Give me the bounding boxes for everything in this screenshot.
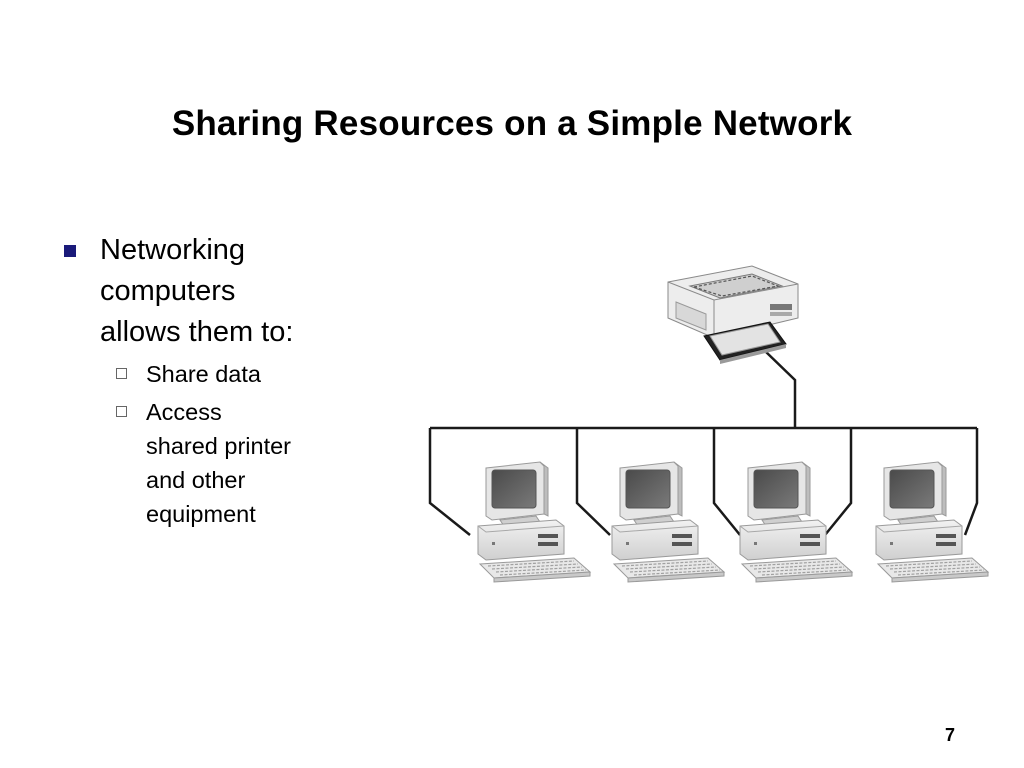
- sub-bullet-line: and other: [146, 467, 246, 493]
- bullet-line: Networking: [100, 234, 246, 266]
- sub-bullet-access-printer: Access shared printer and other equipmen…: [116, 395, 360, 531]
- page-number: 7: [945, 725, 956, 745]
- hollow-square-bullet-icon: [116, 368, 127, 379]
- sub-bullet-share-data: Share data: [116, 357, 360, 391]
- square-bullet-icon: [64, 245, 76, 257]
- printer-icon: [667, 265, 799, 364]
- computer-icon: [611, 461, 725, 583]
- bullet-line: allows them to:: [100, 316, 294, 348]
- computer-icon: [477, 461, 591, 583]
- sub-bullet-line: Access: [146, 399, 222, 425]
- sub-bullet-line: Share data: [146, 361, 261, 387]
- sub-bullet-line: equipment: [146, 501, 256, 527]
- network-cables: [428, 350, 979, 536]
- network-diagram: [428, 265, 989, 583]
- bullet-list: Networking computers allows them to: Sha…: [60, 230, 360, 531]
- slide-title: Sharing Resources on a Simple Network: [171, 104, 853, 143]
- sub-bullet-line: shared printer: [146, 433, 291, 459]
- bullet-item-networking: Networking computers allows them to:: [60, 230, 360, 353]
- hollow-square-bullet-icon: [116, 406, 127, 417]
- bullet-line: computers: [100, 275, 236, 307]
